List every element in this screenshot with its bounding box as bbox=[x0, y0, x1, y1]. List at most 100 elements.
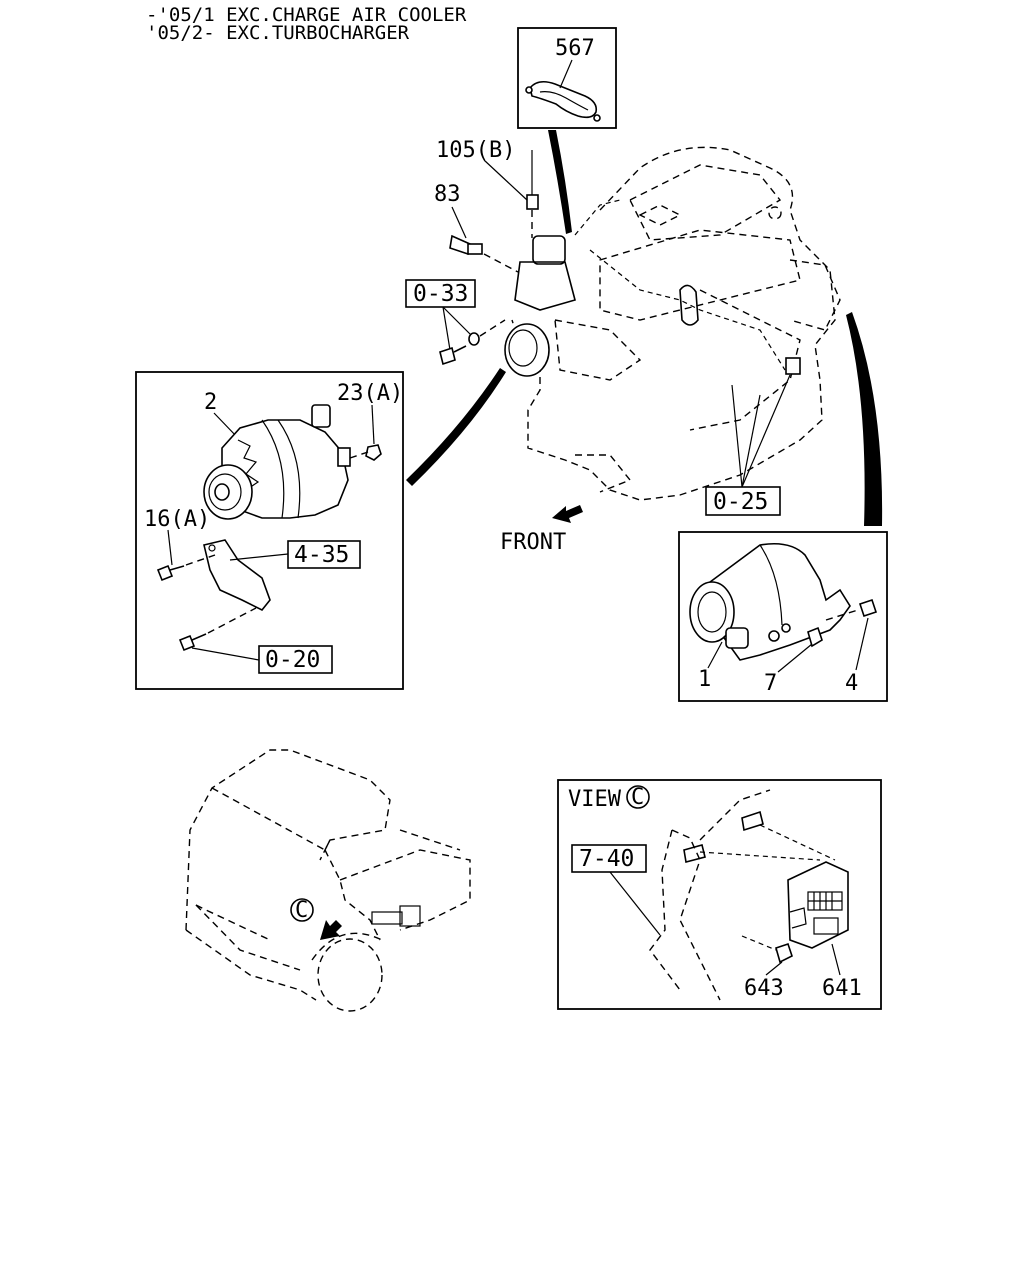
thermostat-housing bbox=[514, 261, 576, 311]
control-unit-641 bbox=[787, 861, 849, 949]
truck-view-mark: C bbox=[295, 898, 308, 923]
pipe-clamp bbox=[679, 284, 699, 326]
starter-bolt-4-dash bbox=[825, 609, 859, 621]
callout-83-leader bbox=[451, 206, 467, 239]
callout-567-leader bbox=[559, 59, 573, 89]
bolt-lower-dash bbox=[207, 607, 257, 634]
engine-pipe-a bbox=[574, 199, 621, 236]
ref-0-33-leader-b bbox=[442, 306, 473, 337]
alternator-bolt-boss bbox=[337, 447, 351, 467]
bolt-and-washer bbox=[439, 319, 506, 366]
starter-terminal-a bbox=[768, 630, 780, 642]
callout-7: 7 bbox=[764, 671, 777, 696]
sensor-105b-body bbox=[526, 194, 539, 210]
engine-head bbox=[599, 229, 801, 321]
callout-2: 2 bbox=[204, 390, 217, 415]
callout-643: 643 bbox=[744, 976, 784, 1001]
engine-valve-cover bbox=[629, 164, 782, 241]
water-pump-pulley-inner bbox=[508, 329, 538, 367]
starter-terminal-b bbox=[781, 623, 791, 633]
callout-16a: 16(A) bbox=[144, 507, 210, 532]
callout-643-leader bbox=[765, 961, 783, 976]
callout-4-leader bbox=[855, 617, 869, 671]
gasket-detail-frame bbox=[517, 27, 617, 129]
alternator-fins bbox=[237, 439, 260, 491]
body-panel-dash-2 bbox=[649, 829, 681, 991]
stud-b bbox=[741, 810, 764, 832]
bolt-dash bbox=[479, 319, 506, 337]
header-line-1: -'05/1 EXC.CHARGE AIR COOLER bbox=[146, 4, 467, 26]
front-arrow-icon bbox=[552, 505, 583, 523]
callout-1: 1 bbox=[698, 667, 711, 692]
temp-sensor-105b bbox=[526, 150, 539, 238]
bolt-shank bbox=[453, 345, 467, 353]
ref-0-25: 0-25 bbox=[705, 486, 781, 516]
thermostat-housing-top bbox=[532, 235, 566, 265]
engine-plug bbox=[768, 206, 782, 220]
ref-0-33: 0-33 bbox=[405, 279, 476, 308]
nut-23a-dash bbox=[349, 451, 369, 459]
ref-7-40-label: 7-40 bbox=[579, 846, 634, 872]
engine-front-cover bbox=[554, 319, 642, 381]
gasket-part bbox=[529, 80, 598, 119]
truck-cab-pillar bbox=[324, 849, 381, 941]
engine-sensor bbox=[785, 357, 801, 375]
ref-7-40-box bbox=[571, 844, 647, 873]
view-c-detail: VIEW C 7-40 643 641 bbox=[557, 779, 882, 1010]
bolt-lower-shank bbox=[191, 633, 207, 641]
gasket-detail: 567 bbox=[517, 27, 617, 129]
body-panel-top bbox=[699, 789, 771, 841]
starter-detail-frame bbox=[678, 531, 888, 702]
callout-83: 83 bbox=[434, 182, 461, 207]
alternator-pointer bbox=[406, 368, 506, 486]
gasket-pointer bbox=[548, 130, 572, 234]
alternator-detail: 2 23(A) 16(A) 4-35 bbox=[135, 371, 404, 690]
callout-23a: 23(A) bbox=[337, 381, 403, 406]
front-label: FRONT bbox=[500, 530, 566, 555]
truck-bumper bbox=[185, 929, 317, 1001]
engine-outline bbox=[511, 146, 836, 501]
stud-line-b bbox=[759, 824, 836, 861]
header-line-2: '05/2- EXC.TURBOCHARGER bbox=[146, 22, 410, 44]
ref-0-25-box bbox=[705, 486, 781, 516]
truck-front-wheel bbox=[317, 938, 383, 1012]
truck-cab-outline bbox=[185, 749, 391, 931]
ref-4-35-box bbox=[287, 540, 361, 569]
truck-component-2 bbox=[399, 905, 421, 927]
engine-oil-pan-front bbox=[575, 454, 632, 493]
bolt-head bbox=[439, 346, 456, 366]
washer bbox=[468, 332, 480, 346]
truck-sketch: C bbox=[185, 749, 471, 1012]
ref-0-33-leader-a bbox=[442, 306, 451, 351]
callout-567: 567 bbox=[555, 36, 595, 61]
starter-seam bbox=[759, 544, 783, 626]
alternator-pulley-nut bbox=[214, 483, 230, 501]
ref-0-20-leader bbox=[191, 647, 260, 661]
alternator-detail-frame bbox=[135, 371, 404, 690]
callout-7-leader bbox=[777, 643, 813, 673]
truck-grille bbox=[195, 904, 301, 971]
truck-headlight bbox=[195, 904, 271, 941]
alternator-bracket bbox=[203, 539, 271, 612]
ref-7-40-leader bbox=[609, 871, 661, 936]
callout-641: 641 bbox=[822, 976, 862, 1001]
starter-pointer bbox=[846, 312, 883, 526]
control-unit-label-plate bbox=[813, 917, 839, 935]
starter-solenoid-end bbox=[725, 627, 749, 649]
callout-641-leader bbox=[831, 943, 841, 976]
ref-4-35-leader bbox=[229, 553, 289, 561]
ref-0-25-leader-c bbox=[741, 374, 791, 488]
callout-16a-leader bbox=[167, 529, 173, 566]
ref-0-25-leader-a bbox=[731, 384, 743, 488]
truck-chassis-frame bbox=[339, 849, 471, 931]
body-panel-dash bbox=[671, 829, 721, 1001]
truck-view-arrow-icon bbox=[320, 920, 342, 940]
callout-1-leader bbox=[707, 641, 723, 669]
nut-643-dash bbox=[741, 935, 777, 951]
starter-detail: 1 7 4 bbox=[678, 531, 888, 702]
switch-83-body bbox=[467, 243, 483, 255]
engine-pipe-b bbox=[589, 249, 786, 371]
view-label: VIEW bbox=[568, 787, 622, 812]
truck-wheel-arch bbox=[311, 932, 383, 961]
bracket-hole bbox=[208, 544, 216, 552]
